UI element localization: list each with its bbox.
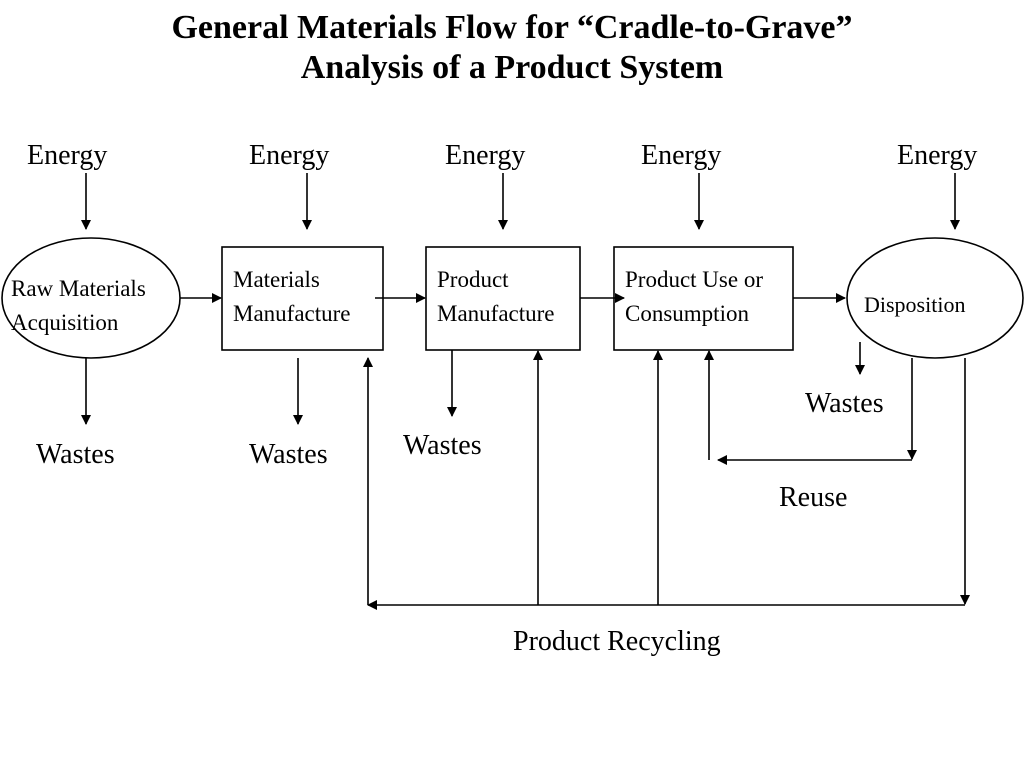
stage-pm-line-2: Manufacture <box>437 301 555 326</box>
energy-label-2: Energy <box>249 140 330 171</box>
stage-disp-shape <box>846 237 1024 359</box>
energy-label-3: Energy <box>445 140 526 171</box>
wastes-label-1: Wastes <box>36 439 115 470</box>
wastes-label-2: Wastes <box>249 439 328 470</box>
energy-label-4: Energy <box>641 140 722 171</box>
stage-mm-label: Materials Manufacture <box>233 263 351 331</box>
stage-pm-line-1: Product <box>437 267 509 292</box>
wastes-label-3: Wastes <box>403 430 482 461</box>
reuse-label: Reuse <box>779 482 848 513</box>
wastes-label-4: Wastes <box>805 388 884 419</box>
stage-use-line-1: Product Use or <box>625 267 763 292</box>
stage-mm-line-2: Manufacture <box>233 301 351 326</box>
stage-raw-line-2: Acquisition <box>11 310 119 335</box>
stage-disp-label: Disposition <box>864 292 966 317</box>
stage-use-shape <box>613 246 794 351</box>
energy-label-1: Energy <box>27 140 108 171</box>
stage-pm-shape <box>425 246 581 351</box>
title-line-1: General Materials Flow for “Cradle-to-Gr… <box>171 9 853 46</box>
title-line-2: Analysis of a Product System <box>300 49 724 86</box>
stage-raw-label: Raw Materials Acquisition <box>11 272 146 340</box>
diagram-title: General Materials Flow for “Cradle-to-Gr… <box>0 8 1024 88</box>
stage-raw-line-1: Raw Materials <box>11 276 146 301</box>
stage-pm-label: Product Manufacture <box>437 263 555 331</box>
energy-label-5: Energy <box>897 140 978 171</box>
stage-use-line-2: Consumption <box>625 301 749 326</box>
stage-mm-line-1: Materials <box>233 267 320 292</box>
recycling-label: Product Recycling <box>513 626 721 657</box>
stage-use-label: Product Use or Consumption <box>625 263 763 331</box>
